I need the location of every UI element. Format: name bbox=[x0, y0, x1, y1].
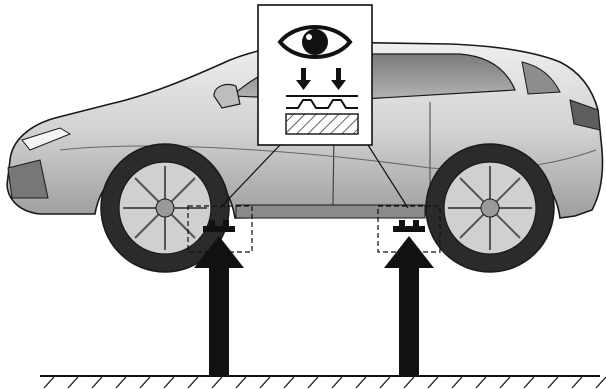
ground-hatch-mark bbox=[259, 376, 271, 389]
ground-hatch-mark bbox=[67, 376, 79, 389]
lift-pad-rear bbox=[393, 220, 425, 232]
ground-hatch-mark bbox=[571, 376, 583, 389]
ground-hatch-mark bbox=[163, 376, 175, 389]
headlight bbox=[21, 127, 72, 151]
down-arrow-icon bbox=[296, 68, 346, 90]
ground-hatch-mark bbox=[91, 376, 103, 389]
ground-hatch-mark bbox=[595, 376, 606, 389]
ground-hatch-mark bbox=[139, 376, 151, 389]
rear-window bbox=[345, 53, 516, 101]
ground-hatch-mark bbox=[355, 376, 367, 389]
lift-pad-front bbox=[203, 220, 235, 232]
ground-hatch-mark bbox=[283, 376, 295, 389]
inspection-callout bbox=[257, 4, 373, 146]
ground-hatch-mark bbox=[115, 376, 127, 389]
ground-hatch-mark bbox=[427, 376, 439, 389]
ground-hatch-mark bbox=[403, 376, 415, 389]
rear-wheel bbox=[425, 143, 555, 273]
callout-leader-rear bbox=[367, 144, 409, 209]
ground-hatch-mark bbox=[451, 376, 463, 389]
ground-hatch-mark bbox=[43, 376, 55, 389]
up-arrow-icon bbox=[194, 236, 434, 376]
ground-hatch-mark bbox=[475, 376, 487, 389]
rear-quarter-window bbox=[521, 61, 561, 95]
lift-arrow-rear bbox=[384, 236, 434, 376]
front-grille bbox=[7, 159, 49, 199]
ground-hatch-mark bbox=[235, 376, 247, 389]
ground-hatch-mark bbox=[523, 376, 535, 389]
ground-hatch-mark bbox=[331, 376, 343, 389]
rocker-panel bbox=[235, 204, 426, 219]
eye-icon bbox=[277, 25, 353, 59]
lift-arrow-front bbox=[194, 236, 244, 376]
side-mirror bbox=[213, 83, 241, 109]
ground-hatch-mark bbox=[499, 376, 511, 389]
hatched-surface-icon bbox=[285, 113, 359, 135]
lift-point-front-box bbox=[187, 205, 253, 253]
ground-hatch-mark bbox=[547, 376, 559, 389]
callout-leader-front bbox=[219, 144, 281, 209]
ground-line bbox=[40, 375, 606, 389]
ground-hatch-mark bbox=[187, 376, 199, 389]
ground-hatch-mark bbox=[307, 376, 319, 389]
taillight bbox=[569, 99, 601, 131]
ground-hatch-mark bbox=[211, 376, 223, 389]
ground-hatch-mark bbox=[379, 376, 391, 389]
lift-pad-icon bbox=[286, 95, 358, 109]
